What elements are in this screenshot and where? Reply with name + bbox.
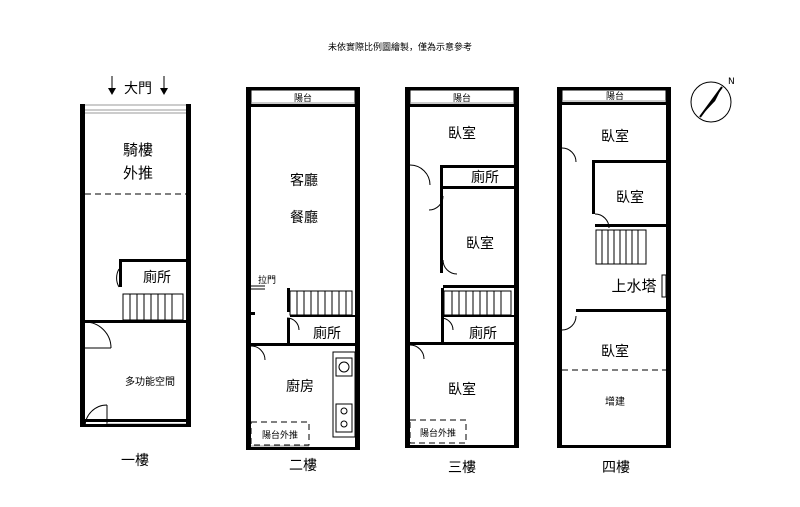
f2-kitchen-label: 廚房 — [286, 378, 314, 395]
floor-1: 大門 騎樓 — [80, 76, 191, 469]
f4-bedroom2-label: 臥室 — [616, 189, 644, 206]
kitchen-counter — [332, 351, 356, 438]
f2-toilet-label: 廁所 — [313, 325, 341, 342]
floor-4-name: 四樓 — [602, 460, 630, 476]
north-compass-icon: N — [690, 77, 735, 123]
floor-1-name: 一樓 — [121, 453, 149, 469]
f1-toilet-label: 廁所 — [143, 269, 171, 286]
stairs-f4 — [595, 229, 647, 265]
f4-bedroom1-label: 臥室 — [601, 128, 629, 145]
f4-bedroom3-label: 臥室 — [601, 343, 629, 360]
f3-bedroom2-label: 臥室 — [466, 235, 494, 252]
stairs-f3 — [441, 288, 514, 318]
f2-living-label: 客廳 — [290, 172, 318, 189]
f2-balcony-label: 陽台 — [294, 92, 312, 104]
f4-addition-label: 增建 — [605, 395, 625, 408]
floor-3-name: 三樓 — [448, 460, 476, 476]
f2-dining-label: 餐廳 — [290, 209, 318, 226]
floor-4: 陽台 臥室 臥室 上水塔 臥室 增建 四樓 — [557, 87, 671, 476]
f3-toilet2-label: 廁所 — [469, 325, 497, 342]
arcade-label-2: 外推 — [123, 164, 153, 182]
f3-bedroom1-label: 臥室 — [448, 125, 476, 142]
f1-multi-label: 多功能空間 — [125, 375, 175, 388]
floor-3: 陽台 臥室 廁所 臥室 — [405, 87, 519, 476]
stairs-f2 — [287, 288, 355, 317]
disclaimer-note: 未依實際比例圖繪製，僅為示意參考 — [328, 41, 472, 53]
f3-balcony-label: 陽台 — [453, 92, 471, 104]
floor-2: 陽台 客廳 餐廳 拉門 廁所 — [246, 87, 360, 474]
entrance-arrows-icon — [108, 76, 168, 95]
north-label: N — [728, 77, 735, 87]
f2-pulldoor-label: 拉門 — [258, 274, 276, 286]
f2-balcony-ext-label: 陽台外推 — [262, 429, 298, 441]
f4-balcony-label: 陽台 — [606, 90, 624, 102]
f3-toilet1-label: 廁所 — [471, 169, 499, 186]
floor-2-name: 二樓 — [289, 458, 317, 474]
arcade-label-1: 騎樓 — [123, 141, 153, 159]
f4-water-tower-label: 上水塔 — [611, 277, 656, 295]
f3-bedroom3-label: 臥室 — [448, 381, 476, 398]
stairs-f1 — [85, 293, 186, 323]
f3-balcony-ext-label: 陽台外推 — [420, 427, 456, 439]
entrance-label: 大門 — [124, 81, 152, 97]
